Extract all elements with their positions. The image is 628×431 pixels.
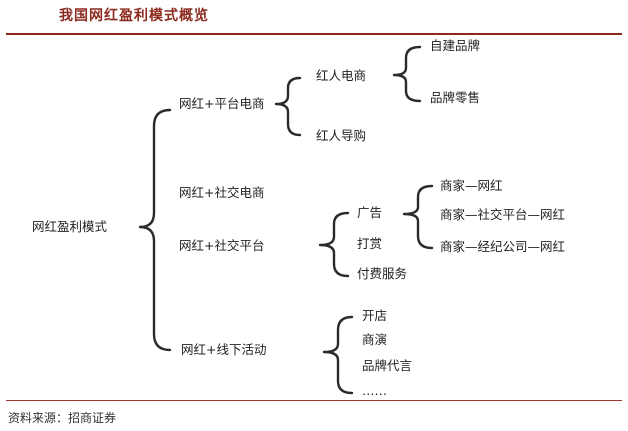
source-rule	[6, 400, 622, 401]
brace-ads	[402, 184, 434, 250]
brace-platform-ecommerce	[274, 76, 302, 137]
node-tips: 打赏	[357, 236, 383, 251]
node-commercial-performance: 商演	[362, 332, 388, 347]
mode-social-ecommerce: 网红+社交电商	[179, 185, 265, 200]
chain-merchant-agency-celebrity: 商家—经纪公司—网红	[440, 239, 566, 254]
brace-celebrity-ecommerce	[392, 45, 422, 103]
title-rule	[6, 33, 622, 35]
mode-offline-events: 网红+线下活动	[181, 342, 267, 357]
brace-offline-events	[322, 315, 354, 395]
node-brand-retail: 品牌零售	[430, 90, 481, 105]
brace-root	[138, 108, 172, 352]
node-ellipsis: ……	[362, 383, 387, 398]
chain-merchant-celebrity: 商家—网红	[440, 178, 503, 193]
node-celebrity-shopping-guide: 红人导购	[316, 128, 367, 143]
chain-merchant-social-celebrity: 商家—社交平台—网红	[440, 207, 566, 222]
node-open-store: 开店	[362, 308, 388, 323]
brace-social-platform	[318, 211, 350, 278]
root-node: 网红盈利模式	[32, 219, 108, 234]
node-paid-services: 付费服务	[357, 266, 408, 281]
mode-social-platform: 网红+社交平台	[179, 238, 265, 253]
node-brand-endorsement: 品牌代言	[362, 358, 413, 373]
source-note: 资料来源：招商证券	[8, 411, 117, 425]
mode-platform-ecommerce: 网红+平台电商	[179, 96, 265, 111]
node-ads: 广告	[357, 205, 383, 220]
node-celebrity-ecommerce: 红人电商	[316, 68, 367, 83]
node-own-brand: 自建品牌	[430, 38, 481, 53]
page-title: 我国网红盈利模式概览	[59, 8, 209, 24]
